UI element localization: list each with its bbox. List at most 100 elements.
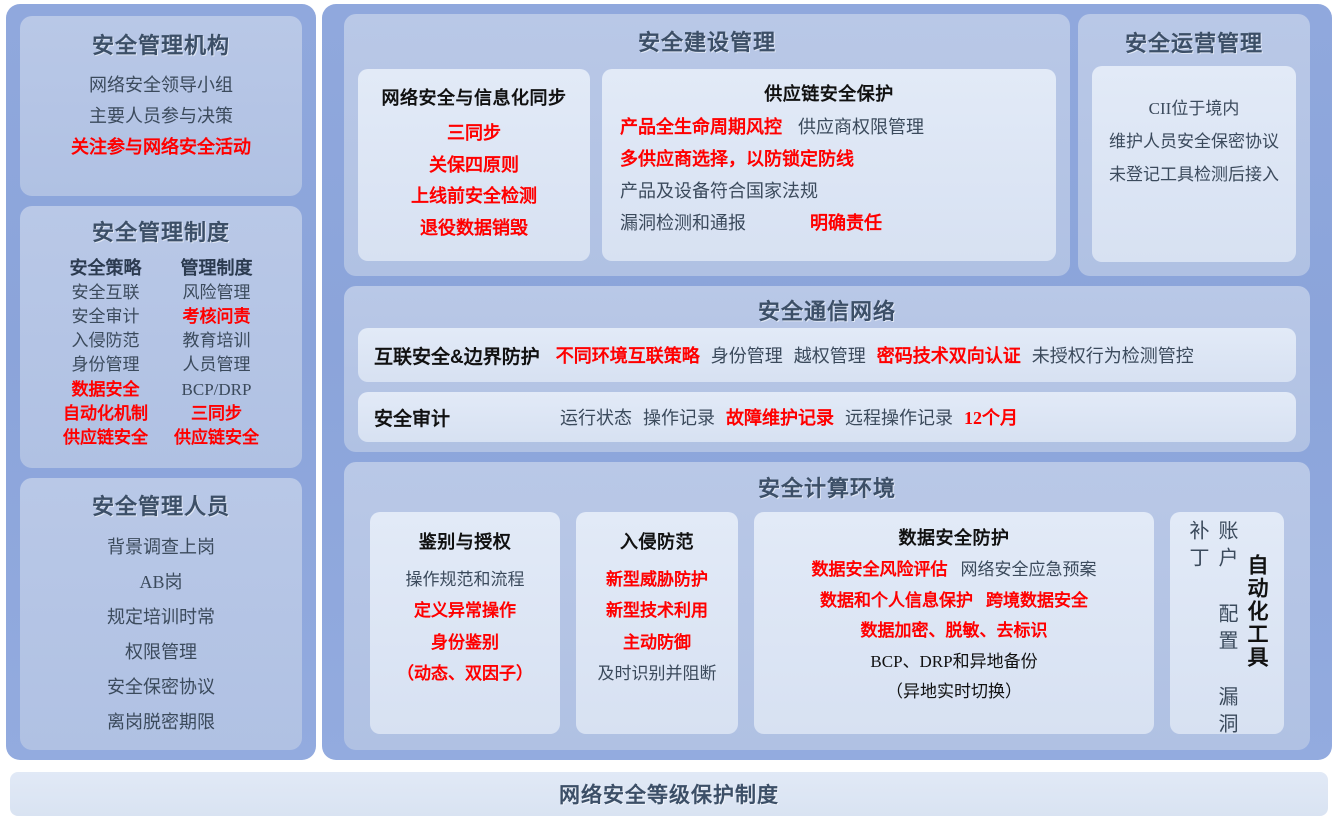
- card-intrusion-prevention: 入侵防范 新型威胁防护 新型技术利用 主动防御 及时识别并阻断: [576, 512, 738, 734]
- column-header-management: 管理制度: [180, 258, 253, 278]
- list-item: 操作记录: [643, 408, 716, 428]
- left-column-container: 安全管理机构 网络安全领导小组 主要人员参与决策 关注参与网络安全活动 安全管理…: [6, 4, 316, 760]
- list-item: 网络安全领导小组: [89, 75, 233, 95]
- list-item: 12个月: [964, 408, 1019, 428]
- system-column-management: 管理制度 风险管理 考核问责 教育培训 人员管理 BCP/DRP 三同步 供应链…: [174, 254, 259, 450]
- data-security-line-list: 数据安全风险评估网络安全应急预案 数据和个人信息保护跨境数据安全 数据加密、脱敏…: [754, 555, 1154, 708]
- organization-line-list: 网络安全领导小组 主要人员参与决策 关注参与网络安全活动: [20, 70, 302, 163]
- card-data-security-protection: 数据安全防护 数据安全风险评估网络安全应急预案 数据和个人信息保护跨境数据安全 …: [754, 512, 1154, 734]
- list-item: 数据加密、脱敏、去标识: [860, 621, 1048, 641]
- panel-security-management-organization: 安全管理机构 网络安全领导小组 主要人员参与决策 关注参与网络安全活动: [20, 16, 302, 196]
- operations-line-list: CII位于境内 维护人员安全保密协议 未登记工具检测后接入: [1092, 92, 1296, 191]
- footer-title: 网络安全等级保护制度: [559, 784, 779, 807]
- system-two-column-list: 安全策略 安全互联 安全审计 入侵防范 身份管理 数据安全 自动化机制 供应链安…: [20, 254, 302, 450]
- list-item: 新型威胁防护: [606, 570, 708, 589]
- card-title-supply-chain: 供应链安全保护: [764, 84, 894, 104]
- list-item-text: 数据安全风险评估: [811, 560, 948, 579]
- list-item: BCP、DRP和异地备份: [870, 651, 1038, 671]
- list-item: 背景调查上岗: [107, 537, 215, 557]
- list-item: 产品全生命周期风控供应商权限管理: [602, 111, 1056, 143]
- list-item: （异地实时切换）: [886, 682, 1022, 702]
- list-item: （动态、双因子）: [397, 664, 533, 684]
- list-item: 供应链安全: [63, 427, 148, 447]
- card-authentication-authorization: 鉴别与授权 操作规范和流程 定义异常操作 身份鉴别 （动态、双因子）: [370, 512, 560, 734]
- list-item-text: 网络安全应急预案: [960, 560, 1097, 579]
- list-item: 上线前安全检测: [411, 186, 537, 207]
- list-item: 未授权行为检测管控: [1031, 346, 1194, 366]
- list-item: 自动化机制: [63, 403, 148, 423]
- row-items-interconnect: 不同环境互联策略 身份管理 越权管理 密码技术双向认证 未授权行为检测管控: [556, 342, 1194, 368]
- list-item: 规定培训时常: [107, 607, 215, 628]
- list-item-text: 明确责任: [810, 213, 882, 234]
- list-item: 漏洞检测和通报 明确责任: [602, 207, 1056, 239]
- row-security-audit: 安全审计 运行状态 操作记录 故障维护记录 远程操作记录 12个月: [358, 392, 1296, 442]
- list-item: 及时识别并阻断: [597, 664, 717, 684]
- list-item-text: 跨境数据安全: [986, 590, 1088, 610]
- card-title-data-security: 数据安全防护: [898, 528, 1010, 548]
- card-title-intrusion: 入侵防范: [620, 532, 694, 552]
- list-item: BCP/DRP: [181, 379, 252, 399]
- list-item: 入侵防范: [71, 331, 140, 351]
- right-area-container: 安全建设管理 网络安全与信息化同步 三同步 关保四原则 上线前安全检测 退役数据…: [322, 4, 1332, 760]
- list-item: 数据和个人信息保护跨境数据安全: [754, 586, 1154, 617]
- list-item: 数据安全风险评估网络安全应急预案: [754, 555, 1154, 586]
- list-item: 安全互联: [71, 283, 140, 302]
- list-item: CII位于境内: [1148, 99, 1240, 118]
- list-item: 三同步: [191, 403, 242, 423]
- list-item: 操作规范和流程: [405, 570, 525, 589]
- list-item-text: 供应商权限管理: [798, 117, 924, 137]
- card-automation-tools: 账户 配置 漏洞 补丁 自动化工具: [1170, 512, 1284, 740]
- automation-tools-vertical-wrap: 账户 配置 漏洞 补丁 自动化工具: [1170, 512, 1284, 742]
- panel-security-management-system: 安全管理制度 安全策略 安全互联 安全审计 入侵防范 身份管理 数据安全 自动化…: [20, 206, 302, 468]
- row-items-audit: 运行状态 操作记录 故障维护记录 远程操作记录 12个月: [560, 404, 1018, 430]
- list-item: 数据安全: [71, 379, 140, 399]
- panel-security-operations-management: 安全运营管理 CII位于境内 维护人员安全保密协议 未登记工具检测后接入: [1078, 14, 1310, 276]
- list-item: 身份鉴别: [431, 632, 499, 652]
- list-item: 产品及设备符合国家法规: [602, 175, 1056, 207]
- list-item: 离岗脱密期限: [107, 712, 215, 733]
- list-item-text: 多供应商选择，以防锁定防线: [620, 149, 854, 170]
- list-item: 故障维护记录: [726, 408, 835, 428]
- system-column-policy: 安全策略 安全互联 安全审计 入侵防范 身份管理 数据安全 自动化机制 供应链安…: [63, 254, 148, 450]
- list-item: 权限管理: [125, 642, 197, 663]
- list-item: 关注参与网络安全活动: [71, 136, 251, 157]
- list-item-text: 产品全生命周期风控: [620, 117, 782, 137]
- list-item: 未登记工具检测后接入: [1109, 165, 1279, 185]
- list-item: 身份管理: [71, 355, 140, 375]
- card-network-security-informatization-sync: 网络安全与信息化同步 三同步 关保四原则 上线前安全检测 退役数据销毁: [358, 69, 590, 261]
- panel-title-communication: 安全通信网络: [757, 299, 896, 324]
- list-item: AB岗: [139, 572, 183, 593]
- panel-security-construction-management: 安全建设管理 网络安全与信息化同步 三同步 关保四原则 上线前安全检测 退役数据…: [344, 14, 1070, 276]
- automation-tools-items: 账户 配置 漏洞 补丁: [1186, 520, 1237, 740]
- list-item: 多供应商选择，以防锁定防线: [602, 143, 1056, 175]
- automation-tools-label: 自动化工具: [1245, 554, 1268, 669]
- list-item: 风险管理: [182, 283, 251, 302]
- list-item-text: 漏洞检测和通报: [620, 213, 746, 234]
- list-item: 安全审计: [71, 307, 140, 327]
- panel-title-system: 安全管理制度: [91, 220, 230, 245]
- card-title-auth: 鉴别与授权: [418, 532, 512, 552]
- list-item: 退役数据销毁: [420, 218, 528, 239]
- list-item: 三同步: [447, 123, 501, 143]
- list-item: 不同环境互联策略: [555, 346, 700, 366]
- panel-title-operations: 安全运营管理: [1124, 31, 1263, 56]
- list-item: 远程操作记录: [845, 408, 954, 428]
- list-item-text: 数据和个人信息保护: [820, 590, 973, 610]
- staff-line-list: 背景调查上岗 AB岗 规定培训时常 权限管理 安全保密协议 离岗脱密期限: [20, 530, 302, 741]
- list-item: 新型技术利用: [606, 601, 708, 621]
- row-interconnect-border-protection: 互联安全&边界防护 不同环境互联策略 身份管理 越权管理 密码技术双向认证 未授…: [358, 328, 1296, 382]
- list-item: 供应链安全: [174, 427, 259, 447]
- supply-chain-line-list: 产品全生命周期风控供应商权限管理 多供应商选择，以防锁定防线 产品及设备符合国家…: [602, 111, 1056, 239]
- panel-title-staff: 安全管理人员: [91, 494, 230, 519]
- list-item: 密码技术双向认证: [876, 346, 1021, 366]
- panel-title-compute: 安全计算环境: [757, 476, 896, 501]
- panel-title-construction: 安全建设管理: [637, 30, 776, 55]
- list-item: 主动防御: [623, 632, 691, 652]
- sync-line-list: 三同步 关保四原则 上线前安全检测 退役数据销毁: [358, 118, 590, 245]
- footer-bar: 网络安全等级保护制度: [10, 772, 1328, 816]
- list-item: 主要人员参与决策: [89, 105, 233, 126]
- list-item: 关保四原则: [429, 154, 519, 175]
- panel-security-management-staff: 安全管理人员 背景调查上岗 AB岗 规定培训时常 权限管理 安全保密协议 离岗脱…: [20, 478, 302, 750]
- list-item: 身份管理: [710, 346, 783, 366]
